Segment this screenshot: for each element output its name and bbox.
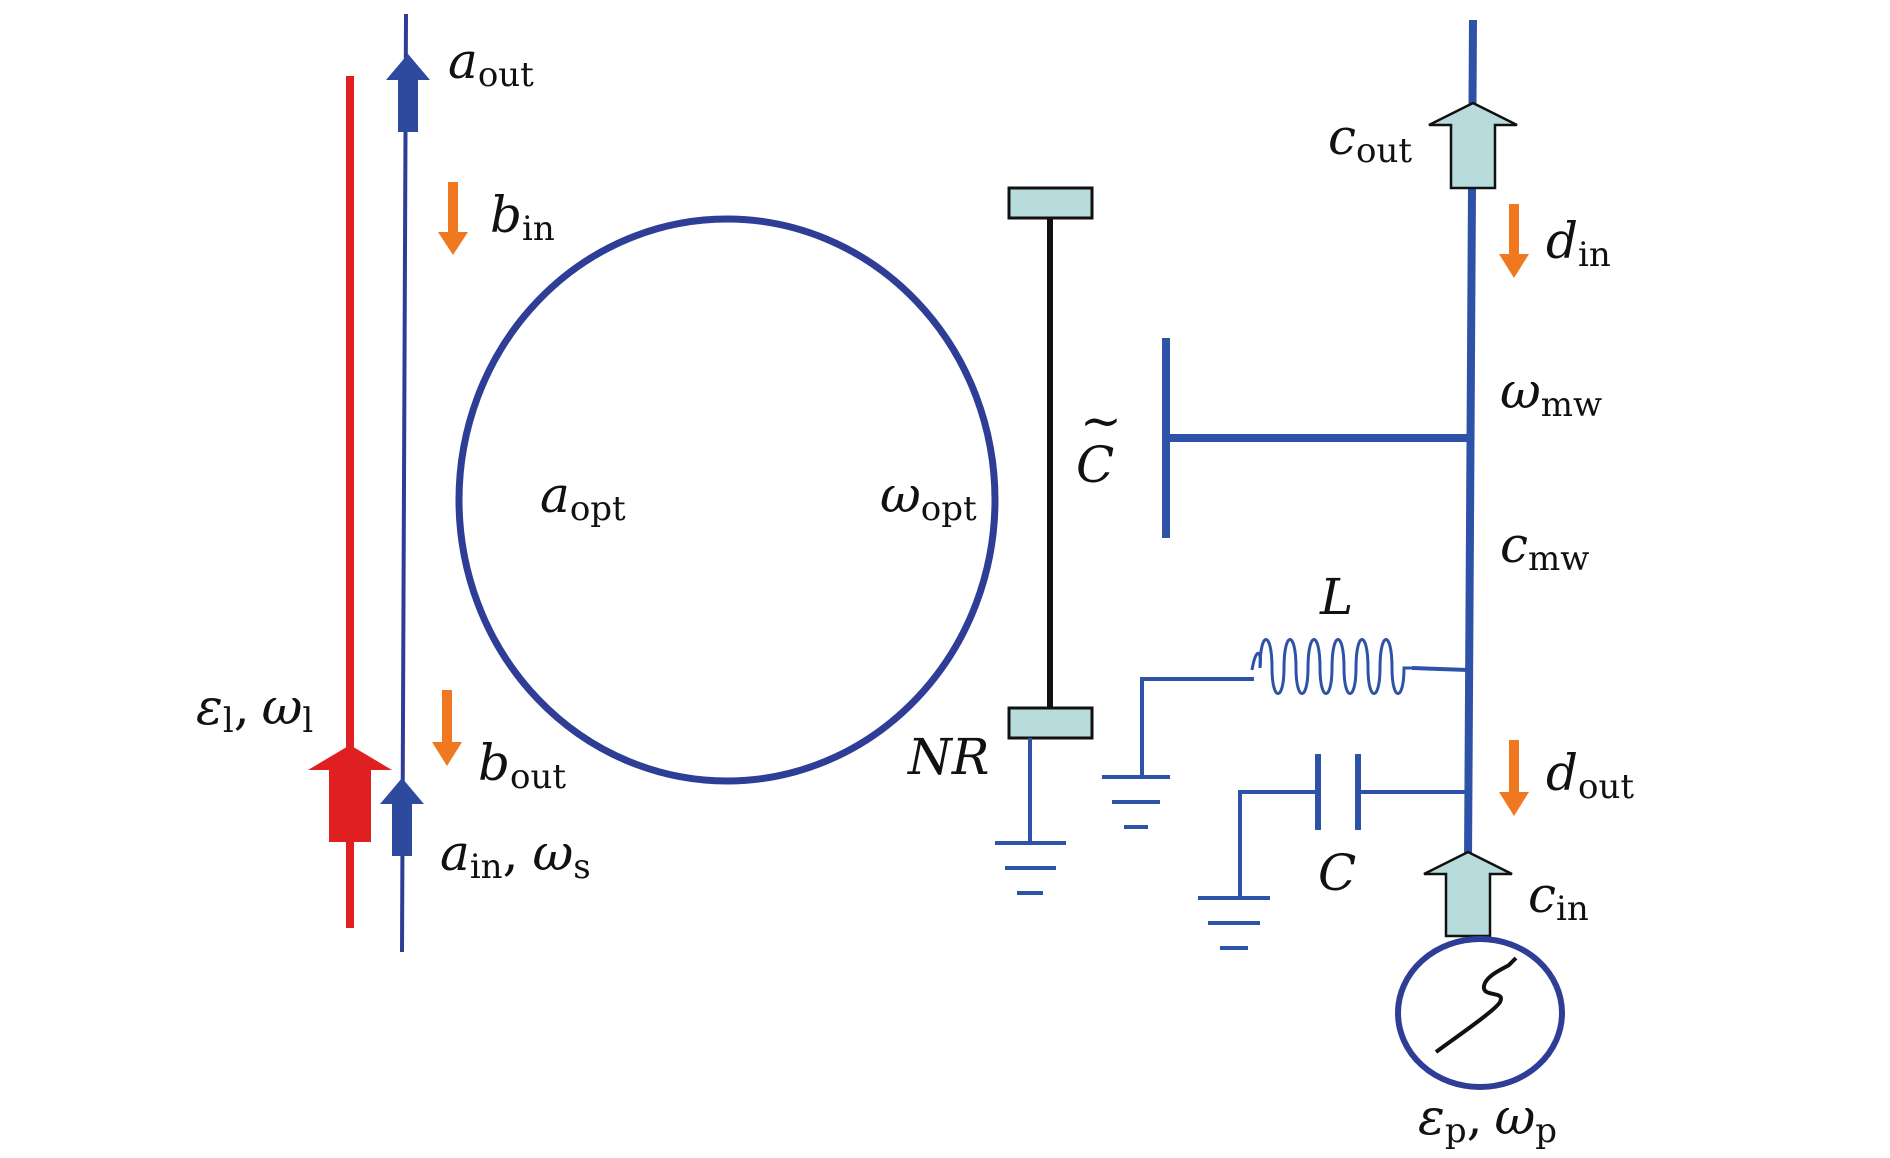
label-inductor: L [1319,568,1353,626]
b-out-arrow [432,690,462,766]
label-c-tilde: C [1076,436,1114,494]
c-out-arrow [1428,101,1518,190]
inductor-wire-right [1411,666,1469,672]
label-c-tilde-mark: ~ [1080,392,1122,450]
label-a-in-omega-s: ain,ωs [440,824,591,887]
nr-top-plate [1007,186,1094,220]
b-in-arrow [438,182,468,255]
label-omega-mw: ωmw [1500,362,1602,425]
label-capacitor: C [1318,844,1356,902]
inductor-coil-icon [1250,638,1412,695]
label-c-mw: cmw [1500,516,1589,579]
pump-laser-arrow [308,745,392,842]
label-eps-l-omega-l: εl,ωl [196,678,313,741]
label-d-out: dout [1546,744,1634,807]
microwave-source [1395,936,1565,1090]
label-nr: NR [907,728,989,786]
c-in-arrow [1423,850,1513,938]
d-out-arrow [1499,740,1529,816]
a-in-arrow [380,778,424,856]
label-d-in: din [1546,212,1611,275]
inductor-ground-icon [1102,775,1170,829]
label-a-opt: aopt [540,466,626,529]
nr-bottom-plate [1007,706,1094,740]
a-out-arrow [386,54,430,132]
label-b-out: bout [478,734,566,797]
label-omega-opt: ωopt [880,466,977,529]
nr-ground-icon [995,841,1066,895]
label-eps-p-omega-p: εp,ωp [1418,1088,1557,1151]
label-b-in: bin [490,186,555,249]
label-c-out: cout [1328,108,1412,171]
capacitor-ground-icon [1198,896,1270,950]
label-c-in: cin [1528,866,1589,929]
optical-ring-resonator [455,215,999,785]
d-in-arrow [1499,204,1529,278]
label-a-out: aout [448,32,534,95]
sine-wave-icon [1434,956,1518,1054]
